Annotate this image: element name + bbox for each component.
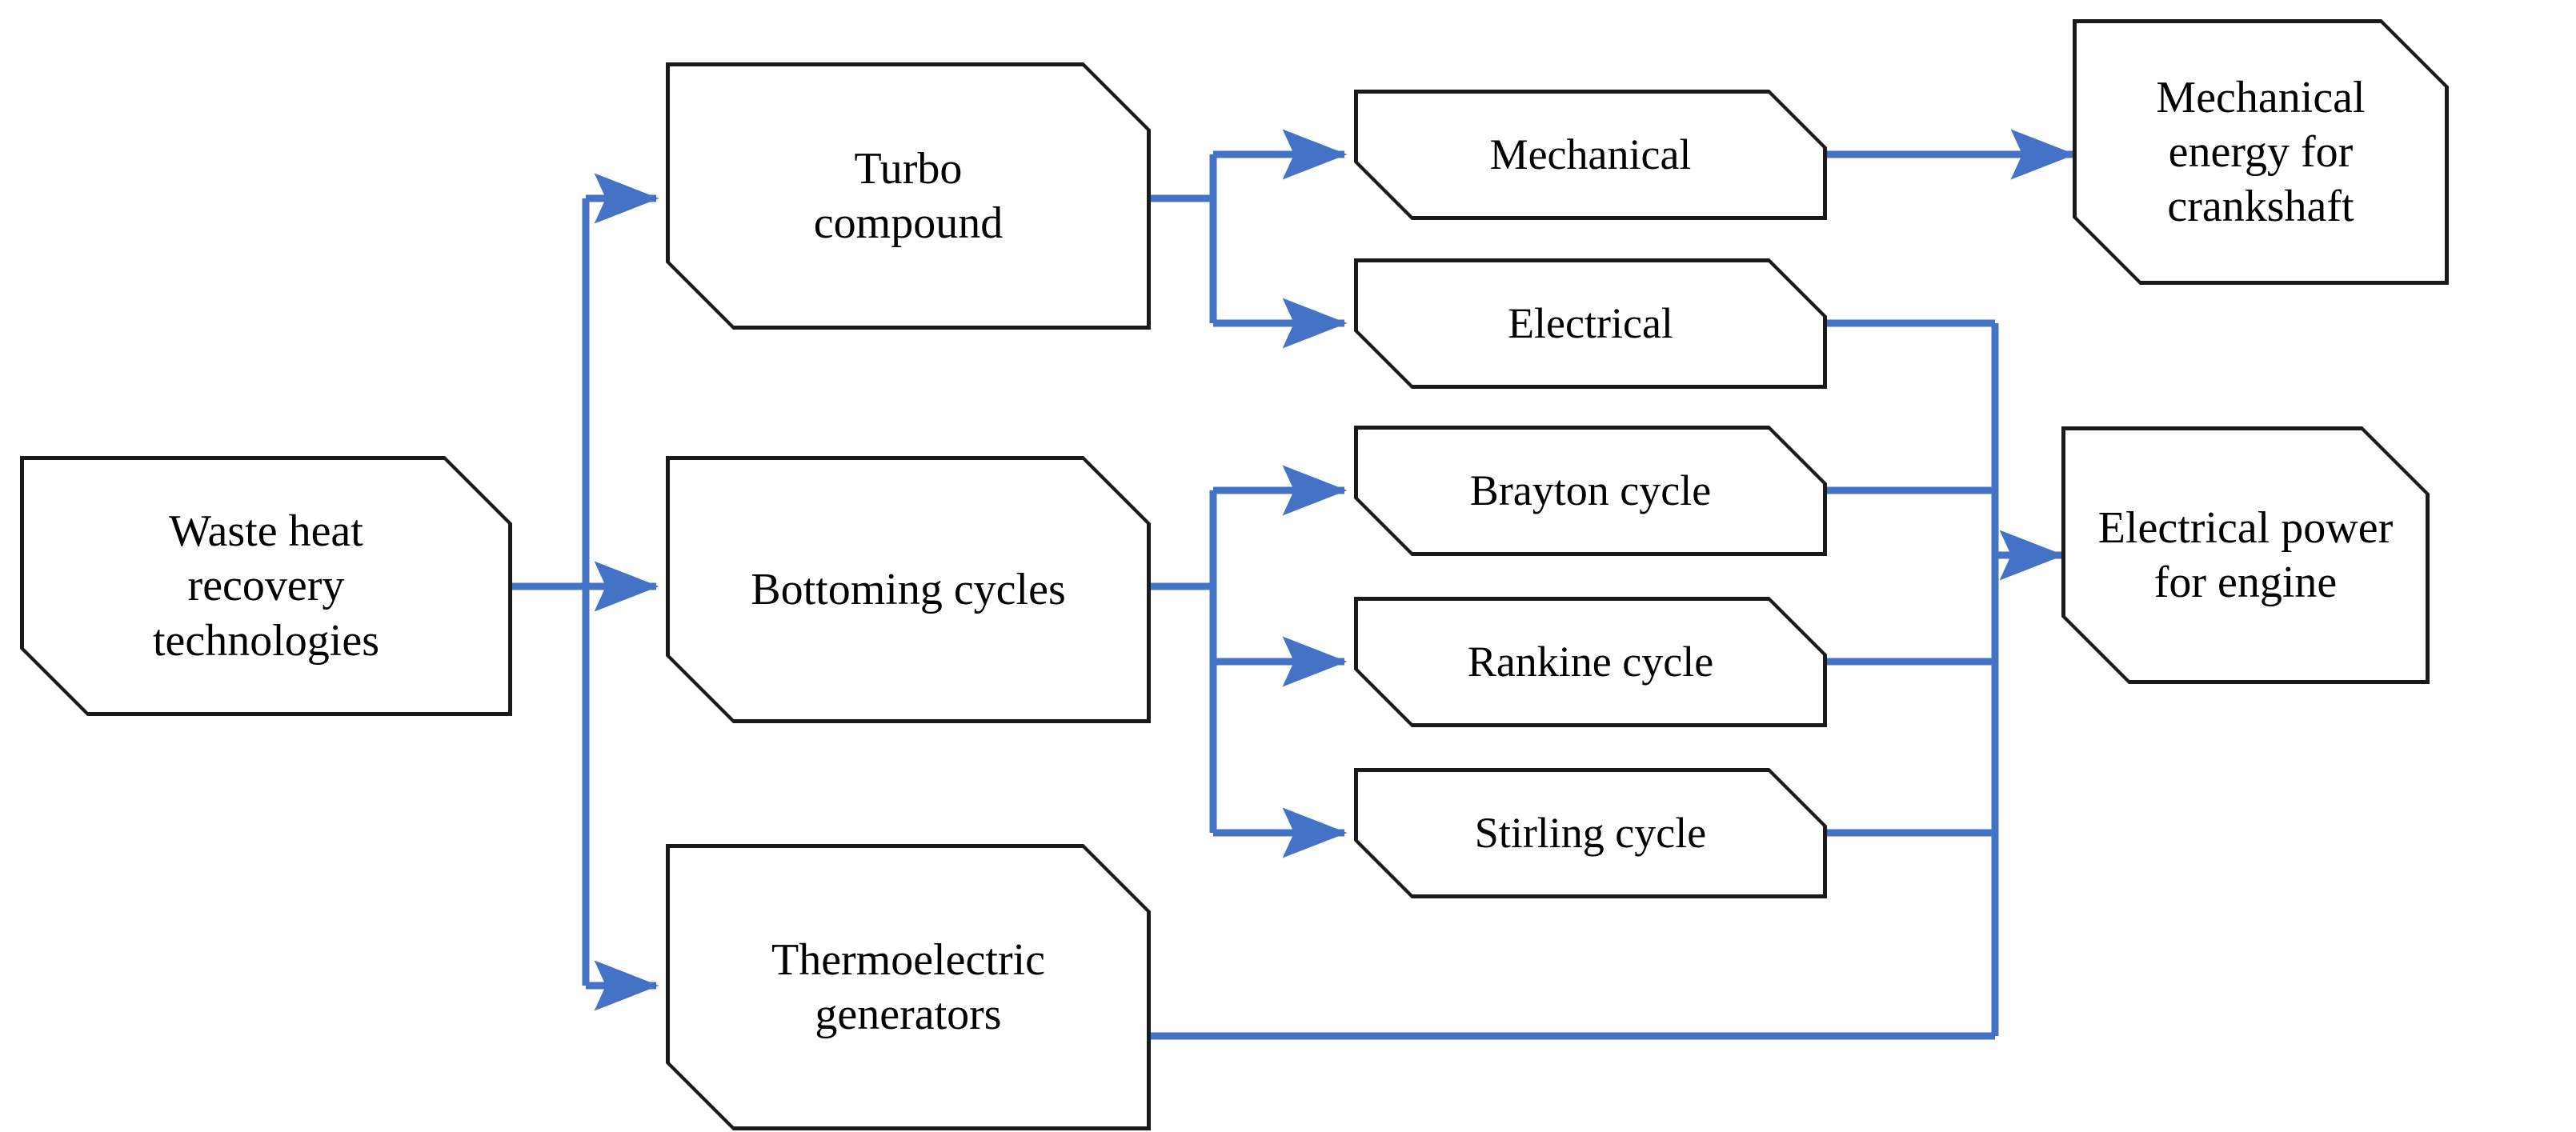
node-brayton-cycle[interactable]: Brayton cycle bbox=[1354, 426, 1827, 556]
node-rankine-cycle[interactable]: Rankine cycle bbox=[1354, 597, 1827, 727]
node-outline bbox=[666, 62, 1151, 330]
node-outline bbox=[1354, 597, 1827, 727]
node-label: Thermoelectric generators bbox=[771, 934, 1045, 1039]
node-label: Waste heat recovery technologies bbox=[152, 506, 380, 666]
node-label: Electrical power for engine bbox=[2097, 502, 2394, 607]
node-electrical[interactable]: Electrical bbox=[1354, 258, 1827, 389]
node-electrical-power-for-engine[interactable]: Electrical power for engine bbox=[2061, 426, 2430, 684]
node-outline bbox=[2073, 19, 2449, 285]
node-thermoelectric-generators[interactable]: Thermoelectric generators bbox=[666, 844, 1151, 1130]
node-waste-heat-recovery-technologies[interactable]: Waste heat recovery technologies bbox=[20, 456, 512, 716]
node-label: Stirling cycle bbox=[1474, 808, 1707, 857]
node-stirling-cycle[interactable]: Stirling cycle bbox=[1354, 768, 1827, 898]
node-turbo-compound[interactable]: Turbo compound bbox=[666, 62, 1151, 330]
node-outline bbox=[1354, 768, 1827, 898]
node-mechanical[interactable]: Mechanical bbox=[1354, 90, 1827, 220]
node-label: Turbo compound bbox=[813, 143, 1004, 248]
node-label: Mechanical energy for crankshaft bbox=[2156, 72, 2366, 232]
node-outline bbox=[1354, 90, 1827, 220]
node-outline bbox=[1354, 426, 1827, 556]
node-outline bbox=[666, 456, 1151, 723]
node-outline bbox=[666, 844, 1151, 1130]
node-outline bbox=[20, 456, 512, 716]
node-label: Mechanical bbox=[1489, 130, 1692, 178]
node-label: Rankine cycle bbox=[1467, 637, 1714, 686]
node-outline bbox=[1354, 258, 1827, 389]
node-mechanical-energy-for-crankshaft[interactable]: Mechanical energy for crankshaft bbox=[2073, 19, 2449, 285]
node-outline bbox=[2061, 426, 2430, 684]
node-label: Brayton cycle bbox=[1469, 466, 1712, 514]
node-label: Bottoming cycles bbox=[751, 564, 1066, 614]
node-label: Electrical bbox=[1508, 298, 1673, 347]
node-bottoming-cycles[interactable]: Bottoming cycles bbox=[666, 456, 1151, 723]
